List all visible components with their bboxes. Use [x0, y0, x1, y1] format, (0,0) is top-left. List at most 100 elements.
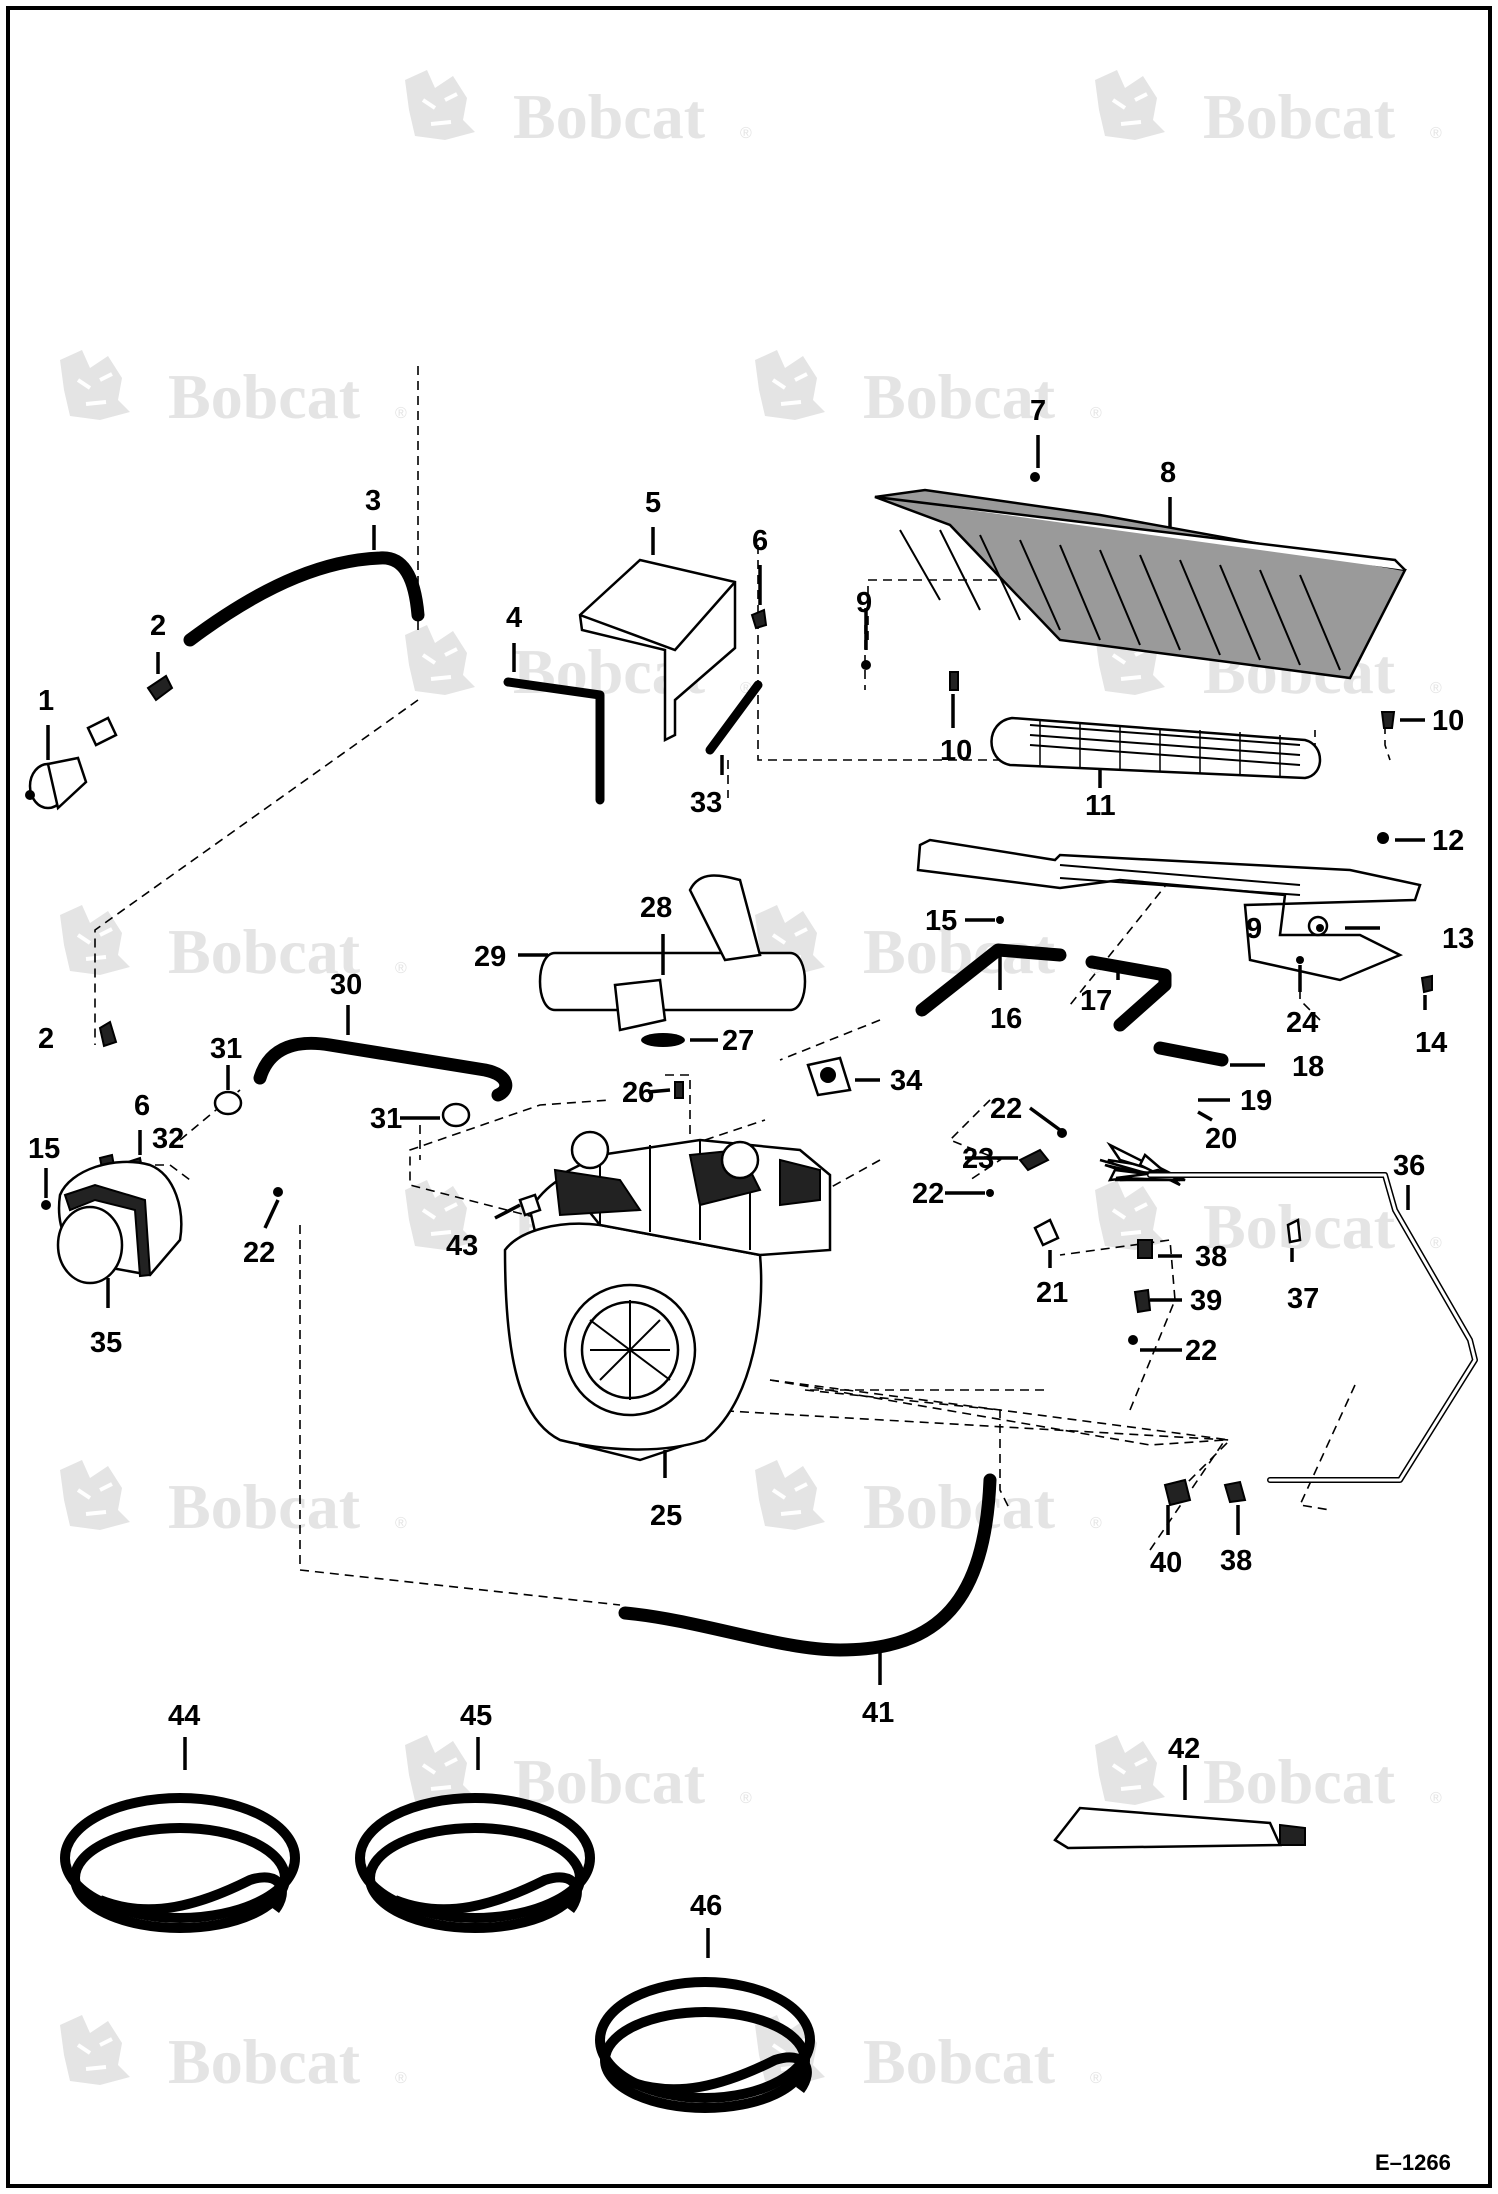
callout-39: 39 [1190, 1285, 1222, 1317]
part-15-nut [996, 916, 1004, 924]
callout-9: 9 [856, 587, 872, 619]
callout-22d: 22 [1185, 1335, 1217, 1367]
part-29-motor [538, 874, 807, 1032]
svg-text:®: ® [395, 405, 407, 422]
callout-31a: 31 [210, 1033, 242, 1065]
part-44-hose-coil [60, 1793, 300, 1933]
callout-22c: 22 [243, 1237, 275, 1269]
callout-18: 18 [1292, 1051, 1324, 1083]
callout-23: 23 [962, 1143, 994, 1175]
part-39-fitting [1133, 1288, 1152, 1314]
callout-5: 5 [645, 487, 661, 519]
callout-12: 12 [1432, 825, 1464, 857]
part-9-nut [861, 660, 871, 670]
part-35-pump [56, 1160, 183, 1285]
part-24-nut [1296, 956, 1304, 964]
callout-9b: 9 [1246, 913, 1262, 945]
part-40-valve [1163, 1478, 1192, 1507]
callout-37: 37 [1287, 1283, 1319, 1315]
svg-text:®: ® [1430, 680, 1442, 697]
callout-24: 24 [1286, 1007, 1318, 1039]
svg-text:Bobcat: Bobcat [863, 2026, 1056, 2097]
part-34-switch [806, 1056, 852, 1097]
watermark: Bobcat ® [58, 1458, 407, 1542]
part-5-cover [578, 558, 737, 743]
svg-text:®: ® [1430, 1790, 1442, 1807]
svg-text:®: ® [1430, 1235, 1442, 1252]
callout-19: 19 [1240, 1085, 1272, 1117]
watermark: Bobcat® [58, 2013, 407, 2097]
part-26-screw [674, 1081, 684, 1099]
part-37-clip [1286, 1218, 1302, 1244]
part-46-hose-coil [595, 1977, 815, 2113]
callout-10: 10 [940, 735, 972, 767]
callout-43: 43 [446, 1230, 478, 1262]
callout-13: 13 [1442, 923, 1474, 955]
svg-text:Bobcat: Bobcat [863, 1471, 1056, 1542]
callout-17: 17 [1080, 985, 1112, 1017]
callout-30: 30 [330, 969, 362, 1001]
part-10-screw [949, 671, 1396, 729]
part-3-hose [183, 551, 425, 647]
part-2-fitting [98, 674, 174, 1048]
callout-46: 46 [690, 1890, 722, 1922]
part-4-tube [503, 677, 605, 805]
callout-34: 34 [890, 1065, 922, 1097]
watermark: Bobcat® [403, 1733, 752, 1817]
callout-26: 26 [622, 1077, 654, 1109]
part-27-gasket [641, 1033, 685, 1047]
part-21-fitting [1033, 1218, 1060, 1247]
callout-27: 27 [722, 1025, 754, 1057]
part-17-seal [1085, 955, 1172, 1032]
callout-7: 7 [1030, 395, 1046, 427]
callout-15b: 15 [28, 1133, 60, 1165]
part-18-seal [1153, 1041, 1229, 1067]
callout-6b: 6 [134, 1090, 150, 1122]
callout-41: 41 [862, 1697, 894, 1729]
part-41-hose [618, 1473, 997, 1657]
svg-text:®: ® [740, 125, 752, 142]
part-30-hose [253, 1036, 513, 1102]
part-13-mounting-plate [916, 838, 1422, 982]
callout-22b: 22 [912, 1178, 944, 1210]
part-33-seal-strip [705, 680, 763, 755]
callout-16: 16 [990, 1003, 1022, 1035]
svg-text:®: ® [740, 1790, 752, 1807]
callout-labels: 1 2 2 3 4 5 6 6 7 8 9 9 10 10 11 12 13 1… [28, 395, 1474, 1922]
part-25-blower-assembly [503, 1130, 832, 1462]
callout-32: 32 [152, 1123, 184, 1155]
part-43-fitting [518, 1193, 542, 1217]
callout-22a: 22 [990, 1093, 1022, 1125]
callout-28: 28 [640, 892, 672, 924]
watermark-layer: Bobcat® Bobcat® Bobcat® Bobcat® Bobcat® … [58, 68, 1442, 2097]
callout-14: 14 [1415, 1027, 1447, 1059]
svg-text:Bobcat: Bobcat [168, 1471, 361, 1542]
watermark: Bobcat ® [403, 68, 752, 152]
callout-40: 40 [1150, 1547, 1182, 1579]
callout-20: 20 [1205, 1123, 1237, 1155]
page-frame [6, 6, 1492, 2188]
svg-text:®: ® [1090, 1515, 1102, 1532]
callout-38b: 38 [1220, 1545, 1252, 1577]
callout-6: 6 [752, 525, 768, 557]
part-31-clamp [213, 1090, 471, 1128]
svg-text:Bobcat: Bobcat [513, 81, 706, 152]
part-1-filter-cap [25, 716, 118, 811]
callout-35: 35 [90, 1327, 122, 1359]
callout-38a: 38 [1195, 1241, 1227, 1273]
part-23-spring [1018, 1148, 1050, 1172]
svg-text:Bobcat: Bobcat [1203, 81, 1396, 152]
watermark: Bobcat® [753, 2013, 1102, 2097]
part-15b-nut [41, 1200, 51, 1210]
svg-text:Bobcat: Bobcat [168, 916, 361, 987]
svg-text:®: ® [1430, 125, 1442, 142]
callout-1: 1 [38, 685, 54, 717]
svg-text:Bobcat: Bobcat [1203, 1746, 1396, 1817]
watermark: Bobcat ® [1093, 68, 1442, 152]
part-8-heater-core-fins [874, 488, 1407, 680]
svg-text:Bobcat: Bobcat [863, 361, 1056, 432]
callout-3: 3 [365, 485, 381, 517]
svg-text:®: ® [395, 1515, 407, 1532]
callout-4: 4 [506, 602, 522, 634]
part-36-tube [1147, 1172, 1478, 1483]
